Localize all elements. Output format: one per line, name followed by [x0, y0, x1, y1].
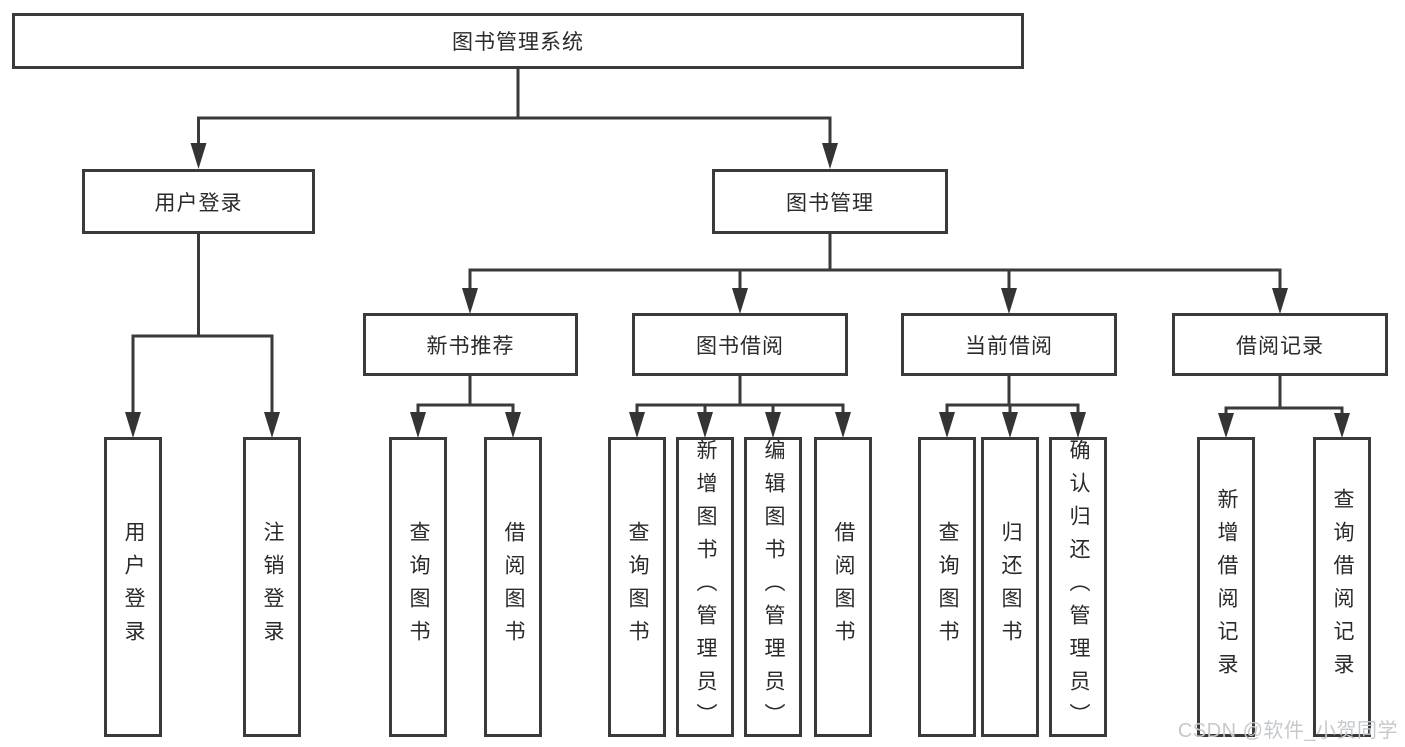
leaf-edit-books-admin-label: 编辑图书（管理员） [762, 438, 785, 736]
leaf-borrow-books-recommend: 借阅图书 [484, 437, 542, 737]
leaf-user-login-label: 用户登录 [122, 521, 145, 653]
leaf-query-books-borrowing: 查询图书 [608, 437, 666, 737]
leaf-return-books: 归还图书 [981, 437, 1039, 737]
leaf-add-books-admin: 新增图书（管理员） [676, 437, 734, 737]
node-current-borrowing: 当前借阅 [901, 313, 1117, 376]
node-new-book-recommendation: 新书推荐 [363, 313, 578, 376]
csdn-watermark: CSDN @软件_小贺同学 [1177, 720, 1398, 742]
leaf-confirm-return-admin-label: 确认归还（管理员） [1067, 438, 1090, 736]
connector-arrowheads [125, 143, 1350, 438]
leaf-query-books-recommend: 查询图书 [389, 437, 447, 737]
node-book-management: 图书管理 [712, 169, 948, 234]
node-user-login: 用户登录 [82, 169, 315, 234]
leaf-add-borrow-record-label: 新增借阅记录 [1215, 488, 1238, 686]
leaf-confirm-return-admin: 确认归还（管理员） [1049, 437, 1107, 737]
leaf-add-books-admin-label: 新增图书（管理员） [694, 438, 717, 736]
leaf-user-login: 用户登录 [104, 437, 162, 737]
leaf-borrow-books-recommend-label: 借阅图书 [502, 521, 525, 653]
node-borrowing-records: 借阅记录 [1172, 313, 1388, 376]
leaf-query-books-current-label: 查询图书 [936, 521, 959, 653]
leaf-return-books-label: 归还图书 [999, 521, 1022, 653]
leaf-add-borrow-record: 新增借阅记录 [1197, 437, 1255, 737]
leaf-query-books-borrowing-label: 查询图书 [626, 521, 649, 653]
leaf-query-borrow-record-label: 查询借阅记录 [1331, 488, 1354, 686]
leaf-query-books-recommend-label: 查询图书 [407, 521, 430, 653]
leaf-query-borrow-record: 查询借阅记录 [1313, 437, 1371, 737]
leaf-borrow-books: 借阅图书 [814, 437, 872, 737]
leaf-borrow-books-label: 借阅图书 [832, 521, 855, 653]
leaf-logout-label: 注销登录 [261, 521, 284, 653]
leaf-edit-books-admin: 编辑图书（管理员） [744, 437, 802, 737]
leaf-logout: 注销登录 [243, 437, 301, 737]
node-book-borrowing: 图书借阅 [632, 313, 848, 376]
node-book-management-system: 图书管理系统 [12, 13, 1024, 69]
leaf-query-books-current: 查询图书 [918, 437, 976, 737]
